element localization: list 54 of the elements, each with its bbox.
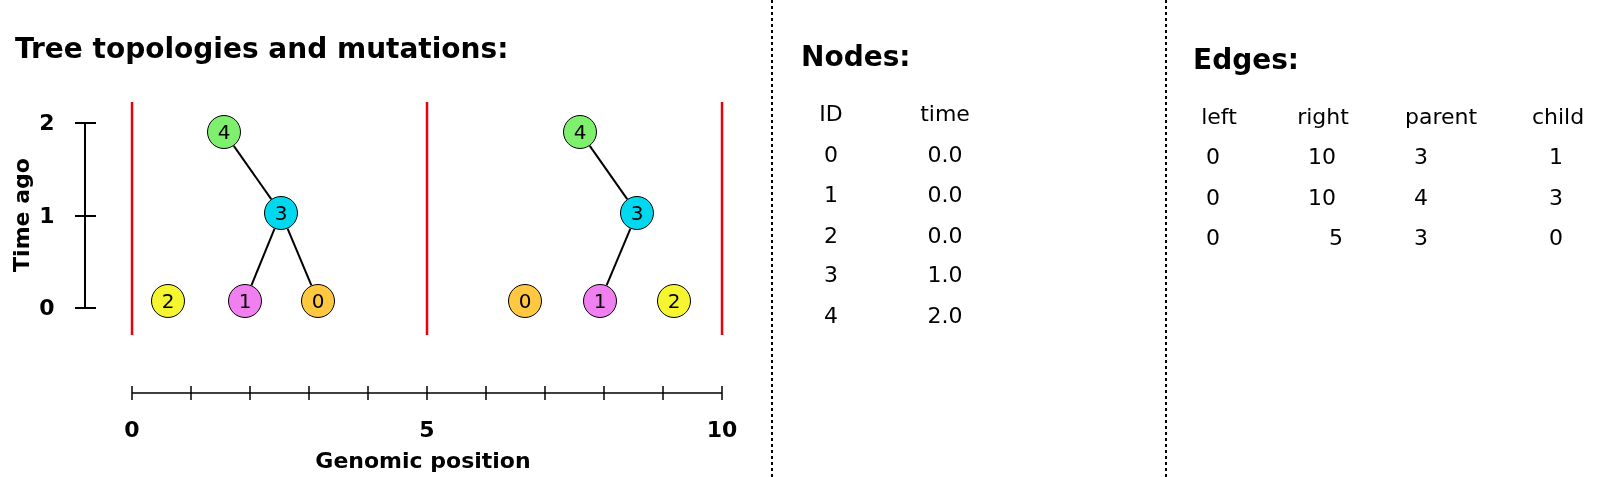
table-header: right [1297, 106, 1349, 128]
table-header: parent [1404, 106, 1478, 128]
tree-branch [232, 144, 273, 201]
tree-node: 0 [508, 284, 542, 318]
table-value: 5 [1329, 227, 1343, 249]
panel-heading: Edges: [1193, 46, 1300, 74]
table-header: time [920, 103, 970, 125]
table-value: 0 [1206, 227, 1220, 249]
table-value: 10 [1308, 187, 1336, 209]
table-value: 1 [1549, 146, 1563, 168]
table-value: 3 [1414, 227, 1428, 249]
axis-title: Genomic position [315, 450, 531, 472]
tree-branch [286, 227, 313, 287]
tree-node: 2 [151, 284, 185, 318]
axis-tick-label: 0 [39, 297, 55, 319]
axis-tick-label: 2 [39, 112, 55, 134]
axis-tick-label: 0 [124, 419, 140, 441]
panel-heading: Tree topologies and mutations: [15, 35, 509, 63]
table-value: 2 [824, 225, 838, 247]
tree-node: 2 [657, 284, 691, 318]
axis-tick-label: 10 [706, 419, 738, 441]
tree-node: 1 [583, 284, 617, 318]
table-value: 0.0 [927, 144, 963, 166]
table-value: 2.0 [927, 305, 963, 327]
tree-branch [250, 227, 276, 287]
table-header: ID [819, 103, 843, 125]
panel-heading: Nodes: [801, 43, 911, 71]
tree-node: 1 [228, 284, 262, 318]
table-value: 0 [1206, 187, 1220, 209]
tree-node: 0 [301, 284, 335, 318]
table-value: 0 [1549, 227, 1563, 249]
table-value: 0 [824, 144, 838, 166]
table-value: 4 [824, 305, 838, 327]
tree-branch [605, 227, 632, 287]
table-value: 0.0 [927, 184, 963, 206]
table-value: 4 [1414, 187, 1428, 209]
tree-node: 3 [620, 196, 654, 230]
table-value: 0.0 [927, 225, 963, 247]
table-value: 3 [1414, 146, 1428, 168]
axis-tick-label: 5 [419, 419, 435, 441]
table-header: child [1531, 106, 1585, 128]
table-value: 1.0 [927, 264, 963, 286]
table-value: 3 [824, 264, 838, 286]
axis-title: Time ago [11, 158, 33, 272]
tree-node: 3 [264, 196, 298, 230]
table-value: 1 [824, 184, 838, 206]
table-value: 0 [1206, 146, 1220, 168]
table-header: left [1201, 106, 1237, 128]
tree-node: 4 [207, 115, 241, 149]
axis-tick-label: 1 [39, 205, 55, 227]
table-value: 3 [1549, 187, 1563, 209]
table-value: 10 [1308, 146, 1336, 168]
tree-node: 4 [563, 115, 597, 149]
tree-branch [588, 144, 629, 201]
